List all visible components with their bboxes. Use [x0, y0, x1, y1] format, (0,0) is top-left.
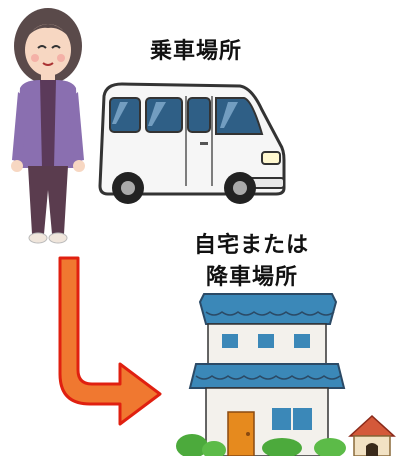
curved-arrow-icon — [58, 256, 162, 426]
destination-label-line1: 自宅または — [194, 233, 310, 258]
house-icon — [176, 293, 346, 456]
doghouse-icon — [348, 414, 396, 456]
elderly-woman-icon — [11, 8, 85, 244]
destination-label-line2: 降車場所 — [206, 265, 299, 290]
pickup-location-label: 乗車場所 — [150, 39, 243, 64]
van-icon — [98, 82, 286, 204]
